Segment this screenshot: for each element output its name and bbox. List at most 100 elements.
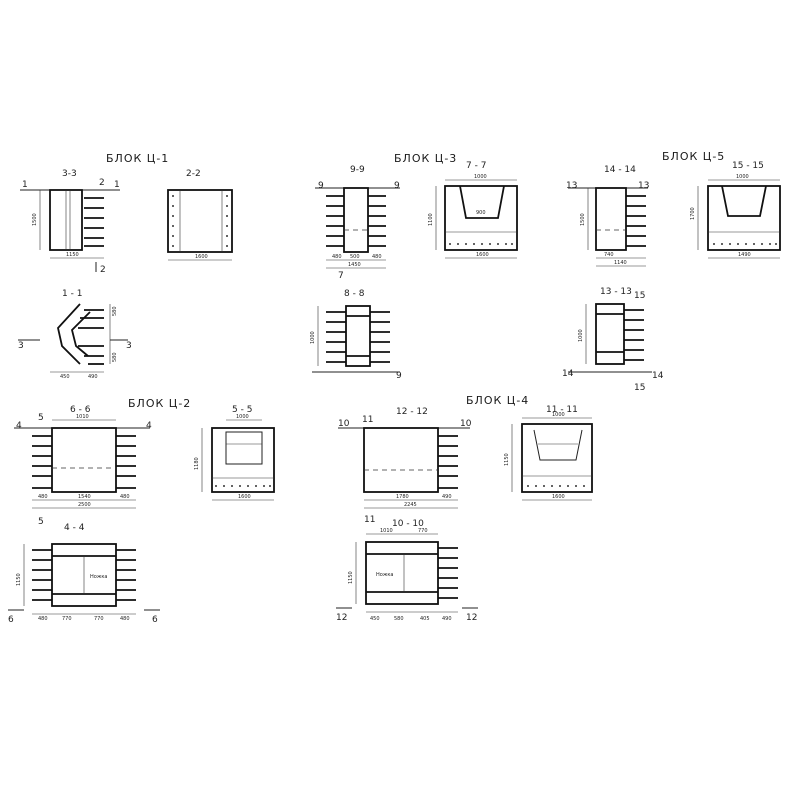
- dim-label: 580: [394, 616, 404, 622]
- dim-label: 480: [38, 494, 48, 500]
- hole-note: Ножка: [90, 574, 107, 580]
- cut-mark: 13: [638, 181, 649, 191]
- section-11-11: 11 - 11 1000 1600 1150: [504, 405, 593, 501]
- section-8-8: 8 - 8 1000 9: [310, 289, 402, 381]
- cut-mark: 5: [38, 517, 44, 527]
- dim-label: 1000: [310, 331, 316, 344]
- cut-mark: 4: [146, 421, 152, 431]
- dim-label: 1010: [380, 528, 393, 534]
- section-label: 1 - 1: [62, 289, 82, 299]
- dim-label: 490: [442, 494, 452, 500]
- dim-label: 770: [62, 616, 72, 622]
- block-title-c2: БЛОК Ц-2: [128, 397, 191, 410]
- section-10-10: 10 - 10 11 Ножка 1010 770 1150 450 580 4…: [336, 515, 478, 623]
- dim-label: 1150: [66, 252, 79, 258]
- dim-label: 1000: [736, 174, 749, 180]
- cut-mark: 12: [336, 613, 347, 623]
- section-label: 4 - 4: [64, 523, 85, 533]
- section-5-5: 5 - 5 1000 1600 1180: [194, 405, 275, 501]
- hole-note: Ножка: [376, 572, 393, 578]
- block-title-c4: БЛОК Ц-4: [466, 394, 529, 407]
- dim-label: 1500: [32, 213, 38, 226]
- cut-mark: 6: [152, 615, 158, 625]
- section-9-9: 9-9 9 9 480 500 480 1450 7: [315, 165, 400, 281]
- section-label: 3-3: [62, 169, 77, 179]
- section-label: 6 - 6: [70, 405, 91, 415]
- dim-label: 1150: [16, 573, 22, 586]
- dim-label: 1000: [474, 174, 487, 180]
- section-label: 8 - 8: [344, 289, 365, 299]
- dim-label: 2500: [78, 502, 91, 508]
- cut-mark: 1: [114, 180, 120, 190]
- dim-label: 490: [442, 616, 452, 622]
- cut-mark: 9: [318, 181, 324, 191]
- dim-label: 580: [112, 352, 118, 362]
- dim-label: 490: [88, 374, 98, 380]
- cut-mark: 5: [38, 413, 44, 423]
- section-label: 14 - 14: [604, 165, 636, 175]
- dim-label: 450: [370, 616, 380, 622]
- section-label: 10 - 10: [392, 519, 424, 529]
- cut-mark: 6: [8, 615, 14, 625]
- cut-mark: 12: [466, 613, 477, 623]
- cut-mark: 3: [18, 341, 24, 351]
- dim-label: 770: [94, 616, 104, 622]
- cut-mark: 13: [566, 181, 577, 191]
- dim-label: 500: [350, 254, 360, 260]
- dim-label: 1140: [614, 260, 627, 266]
- dim-label: 405: [420, 616, 430, 622]
- dim-label: 1450: [348, 262, 361, 268]
- dim-label: 1780: [396, 494, 409, 500]
- section-12-12: 12 - 12 10 10 11 1780 490 2245: [338, 407, 472, 509]
- dim-label: 480: [372, 254, 382, 260]
- dim-label: 1010: [76, 414, 89, 420]
- cut-mark: 10: [338, 419, 350, 429]
- dim-label: 1600: [238, 494, 251, 500]
- cut-mark: 10: [460, 419, 472, 429]
- section-1-1: 1 - 1 3 3 490 450 580 580: [18, 289, 132, 380]
- dim-label: 1000: [236, 414, 249, 420]
- dim-label: 2245: [404, 502, 417, 508]
- cut-mark: 15: [634, 291, 645, 301]
- section-14-14: 14 - 14 13 13 1500 740 1140: [566, 165, 649, 267]
- dim-label: 480: [120, 616, 130, 622]
- dim-label: 770: [418, 528, 428, 534]
- dim-label: 1600: [195, 254, 208, 260]
- block-title-c3: БЛОК Ц-3: [394, 152, 457, 165]
- dim-label: 1000: [578, 329, 584, 342]
- section-2-2: 2-2 1600: [167, 169, 233, 261]
- cut-mark: 14: [652, 371, 664, 381]
- section-label: 5 - 5: [232, 405, 252, 415]
- section-13-13: 13 - 13 15 1000 14 14 15: [562, 287, 664, 393]
- dim-label: 1600: [476, 252, 489, 258]
- section-15-15: 15 - 15 1000 1490 1700: [690, 161, 781, 259]
- cut-mark: 11: [362, 415, 373, 425]
- section-label: 13 - 13: [600, 287, 632, 297]
- dim-label: 480: [38, 616, 48, 622]
- dim-label: 480: [332, 254, 342, 260]
- block-title-c5: БЛОК Ц-5: [662, 150, 725, 163]
- cut-mark: 9: [394, 181, 400, 191]
- section-label: 15 - 15: [732, 161, 764, 171]
- dim-label: 1000: [552, 412, 565, 418]
- section-4-4: 4 - 4 Ножка 1150 480 770 770 480 6 6: [8, 523, 160, 625]
- dim-label: 1540: [78, 494, 91, 500]
- cut-mark: 1: [22, 180, 28, 190]
- dim-label: 1180: [194, 457, 200, 470]
- cut-mark: 14: [562, 369, 574, 379]
- dim-label: 580: [112, 306, 118, 316]
- cut-mark: 7: [338, 271, 344, 281]
- section-7-7: 7 - 7 900 1000 1600 1100: [428, 161, 518, 259]
- dim-label: 1100: [428, 213, 434, 226]
- cut-mark: 9: [396, 371, 402, 381]
- dim-label: 1490: [738, 252, 751, 258]
- cut-mark: 11: [364, 515, 375, 525]
- dim-label: 1500: [580, 213, 586, 226]
- section-6-6: 6 - 6 4 4 5 1010 480 1540 480 2500 5: [14, 405, 152, 527]
- section-3-3: 3-3 1 1 2 1500 1150 2: [20, 169, 120, 275]
- dim-label: 1600: [552, 494, 565, 500]
- dim-label: 450: [60, 374, 70, 380]
- section-label: 2-2: [186, 169, 201, 179]
- dim-label: 1150: [504, 453, 510, 466]
